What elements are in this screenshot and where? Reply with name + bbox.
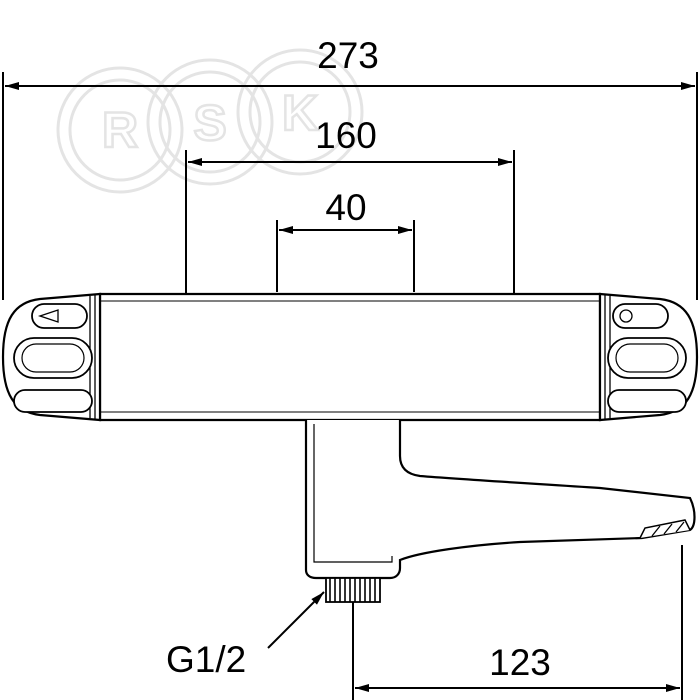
dimension-label-reach: 123 — [489, 642, 551, 683]
dimension-cartridge-spacing — [185, 150, 515, 294]
rsk-watermark-logo: R S K — [56, 48, 364, 194]
spout-tip — [639, 519, 691, 539]
mixer-body — [98, 292, 602, 422]
leader-line-thread — [267, 591, 325, 649]
right-handle — [598, 292, 699, 422]
spout — [304, 420, 696, 580]
right-handle-dot-icon — [619, 309, 633, 323]
left-handle-arrow-icon — [37, 309, 59, 323]
dimension-spout-reach — [352, 545, 683, 700]
body-bar — [98, 292, 602, 422]
dimension-center-block — [276, 220, 415, 292]
threaded-connector — [325, 577, 381, 603]
spout-tip-hatch — [675, 521, 685, 533]
left-handle-grip-top — [31, 303, 88, 329]
right-handle-grip-middle-inner — [615, 343, 679, 373]
left-handle-grip-middle-inner — [21, 343, 85, 373]
connector-body — [325, 577, 381, 603]
dimension-overall-width — [2, 72, 698, 300]
right-handle-grip-bottom — [607, 389, 687, 413]
dimension-label-spacing: 160 — [315, 115, 377, 156]
dimension-label-center: 40 — [325, 187, 366, 228]
dimension-label-overall: 273 — [317, 35, 379, 76]
watermark-letter-s: S — [193, 95, 226, 151]
spout-inner-edge — [313, 424, 393, 563]
thread-size-label: G1/2 — [166, 639, 246, 680]
watermark-letter-r: R — [102, 102, 138, 158]
watermark-letter-k: K — [282, 85, 318, 141]
spout-tip-hatch — [663, 523, 673, 535]
spout-tip-hatch — [651, 525, 661, 537]
spout-outline — [304, 420, 696, 580]
left-handle — [1, 292, 102, 422]
left-handle-grip-bottom — [13, 389, 93, 413]
